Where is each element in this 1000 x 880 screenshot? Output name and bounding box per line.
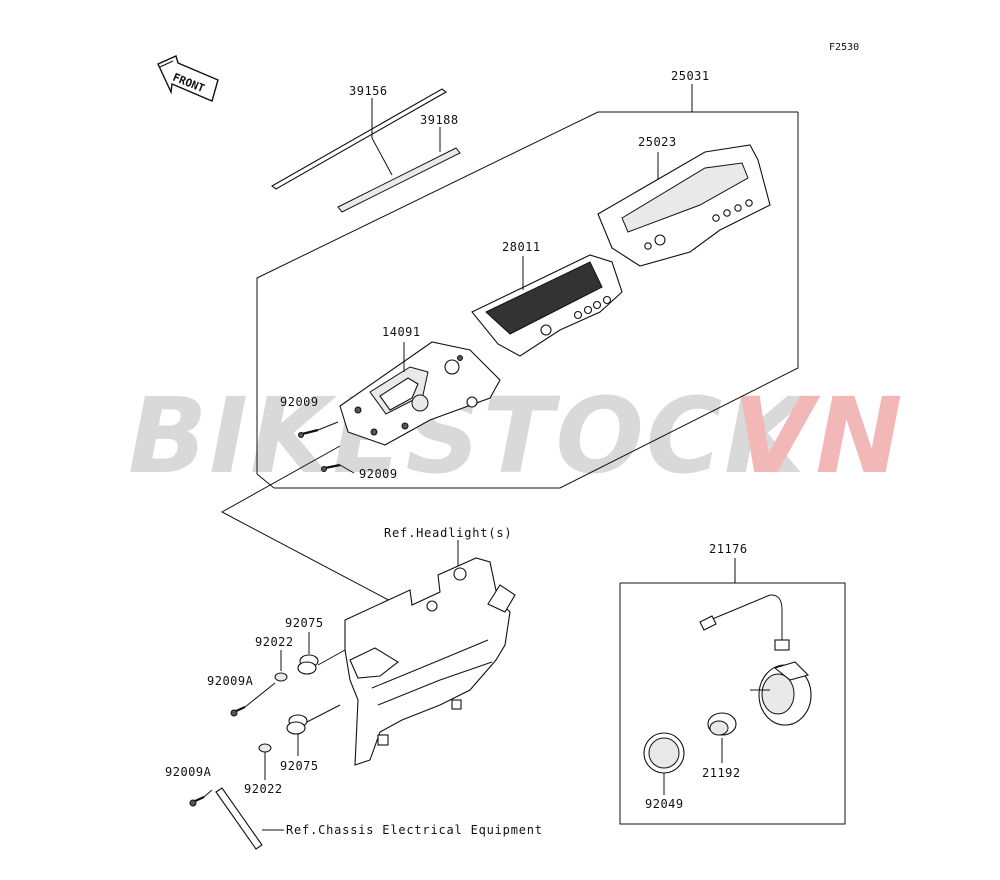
label-21176: 21176: [709, 542, 748, 556]
label-92049: 92049: [645, 797, 684, 811]
part-28011-meter-unit: [471, 254, 623, 357]
figure-code: F2530: [829, 42, 859, 53]
label-92022-upper: 92022: [255, 635, 294, 649]
headlight-bracket: [344, 540, 516, 766]
label-92075-lower: 92075: [280, 759, 319, 773]
part-14091-case: [339, 341, 501, 446]
part-39188-pad: [337, 127, 461, 213]
screw-92009-upper-icon: [298, 421, 339, 438]
screw-92009-lower-icon: [321, 463, 355, 474]
screw-92009A-upper-icon: [230, 682, 276, 717]
front-arrow-icon: FRONT: [157, 55, 219, 102]
grommet-92075-upper-icon: [297, 632, 346, 675]
label-25031: 25031: [671, 69, 710, 83]
label-92009-lower: 92009: [359, 467, 398, 481]
grommet-92075-lower-icon: [286, 704, 341, 756]
ref-chassis-electrical: Ref.Chassis Electrical Equipment: [286, 823, 543, 837]
screw-92009A-lower-icon: [189, 789, 213, 807]
label-39188: 39188: [420, 113, 459, 127]
watermark-text-2: VN: [733, 375, 905, 497]
label-28011: 28011: [502, 240, 541, 254]
seal-92049-icon: [643, 732, 685, 795]
part-39156-cover: [270, 88, 448, 190]
assembly-leader: [220, 445, 399, 606]
label-14091: 14091: [382, 325, 421, 339]
washer-92022-lower-icon: [258, 743, 272, 780]
label-92075-upper: 92075: [285, 616, 324, 630]
label-39156: 39156: [349, 84, 388, 98]
gear-21192-icon: [707, 712, 737, 763]
meter-assembly-outline: [256, 84, 799, 489]
part-25023-meter-housing: [597, 144, 771, 267]
label-92009-upper: 92009: [280, 395, 319, 409]
watermark: BIKESTOCK VN: [128, 375, 905, 497]
label-92009A-lower: 92009A: [165, 765, 212, 779]
washer-92022-upper-icon: [274, 650, 288, 682]
label-25023: 25023: [638, 135, 677, 149]
label-21192: 21192: [702, 766, 741, 780]
label-92022-lower: 92022: [244, 782, 283, 796]
chassis-harness-rod: [215, 787, 284, 850]
speedo-sensor-box: [619, 558, 846, 825]
ref-headlight: Ref.Headlight(s): [384, 526, 512, 540]
label-92009A-upper: 92009A: [207, 674, 254, 688]
